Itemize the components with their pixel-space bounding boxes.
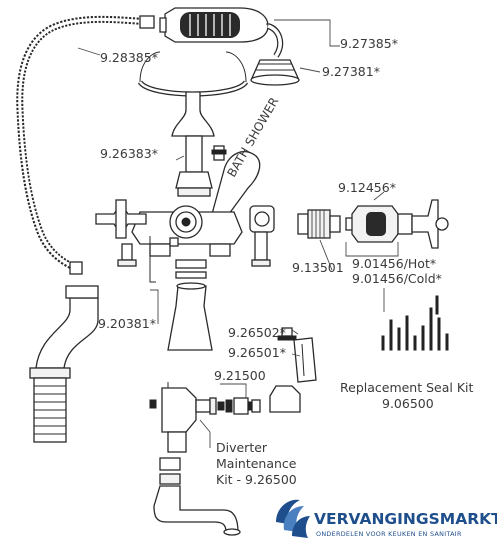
label-handset: 9.27385* <box>340 36 398 51</box>
brand-swirl-icon <box>276 499 310 538</box>
label-cradle: 9.26383* <box>100 146 158 161</box>
seal-kit-parts <box>381 295 449 351</box>
spout-collar <box>167 259 213 351</box>
label-26502: 9.26502* <box>228 325 286 340</box>
diverter-assembly <box>149 382 261 453</box>
label-diverter-line2: Maintenance <box>216 456 297 471</box>
left-cross-handle <box>95 199 147 239</box>
label-shower-head: 9.27381* <box>322 64 380 79</box>
label-lever-cold: 9.01456/Cold* <box>352 271 442 286</box>
shower-handset <box>159 7 281 49</box>
label-diverter-line1: Diverter <box>216 440 268 455</box>
label-valve-top: 9.12456* <box>338 180 396 195</box>
mixer-body <box>95 199 275 283</box>
label-cartridge: 9.13501 <box>292 260 344 275</box>
label-26501: 9.26501* <box>228 345 286 360</box>
leader-lines <box>77 19 399 448</box>
shower-cradle <box>137 51 249 137</box>
brand-name: VERVANGINGSMARKT <box>314 510 497 528</box>
label-21500: 9.21500 <box>214 368 266 383</box>
label-seal-kit-title: Replacement Seal Kit <box>340 380 474 395</box>
right-port <box>249 205 275 233</box>
valve-cartridge <box>297 209 341 239</box>
bath-spout <box>153 457 241 536</box>
label-hose: 9.28385* <box>100 50 158 65</box>
brand-logo: VERVANGINGSMARKT ONDERDELEN VOOR KEUKEN … <box>276 499 497 538</box>
valve-shroud-and-lever <box>345 199 449 249</box>
brand-tagline: ONDERDELEN VOOR KEUKEN EN SANITAIR <box>316 530 462 538</box>
label-diverter-line3: Kit - 9.26500 <box>216 472 297 487</box>
part-labels: 9.28385* 9.27385* 9.27381* 9.26383* 9.12… <box>98 36 474 487</box>
label-spout-base: 9.20381* <box>98 316 156 331</box>
flexible-hose <box>16 15 155 275</box>
label-lever-hot: 9.01456/Hot* <box>352 256 436 271</box>
label-seal-kit-code: 9.06500 <box>382 396 434 411</box>
spout-arm <box>29 285 99 443</box>
shower-head <box>250 23 300 86</box>
diverter-handle <box>269 327 317 413</box>
riser-pipe <box>175 135 227 197</box>
